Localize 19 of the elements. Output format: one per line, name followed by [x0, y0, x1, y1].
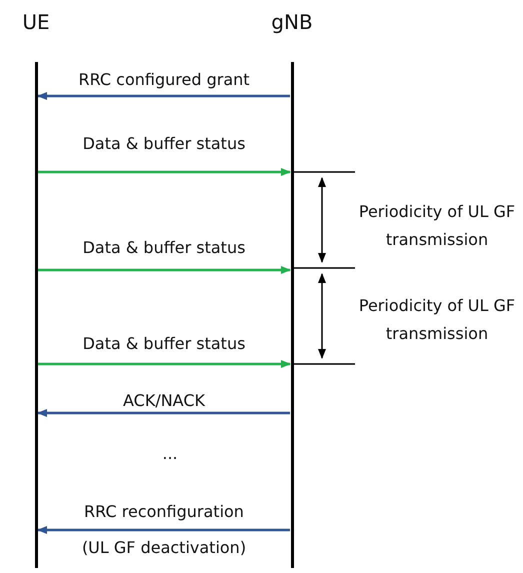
participant-label: gNB: [270, 9, 314, 36]
lifeline: [35, 62, 38, 568]
lifeline: [291, 62, 294, 568]
message-label: Data & buffer status: [82, 334, 246, 354]
dimension-label: Periodicity of UL GF transmission: [358, 295, 516, 345]
message-arrow: [37, 409, 290, 417]
dimension-label: Periodicity of UL GF transmission: [358, 201, 516, 251]
message-label: Data & buffer status: [82, 238, 246, 258]
participant-label: UE: [21, 9, 51, 36]
message-arrow: [37, 92, 290, 100]
message-arrow: [38, 266, 291, 274]
message-label: RRC configured grant: [77, 70, 251, 90]
message-label: ACK/NACK: [122, 391, 206, 411]
ellipsis-text: ...: [161, 443, 179, 465]
message-label: Data & buffer status: [82, 134, 246, 154]
message-arrow: [38, 168, 291, 176]
message-arrow: [37, 526, 290, 534]
message-arrow: [38, 360, 291, 368]
message-label: RRC reconfiguration (UL GF deactivation): [80, 501, 248, 559]
